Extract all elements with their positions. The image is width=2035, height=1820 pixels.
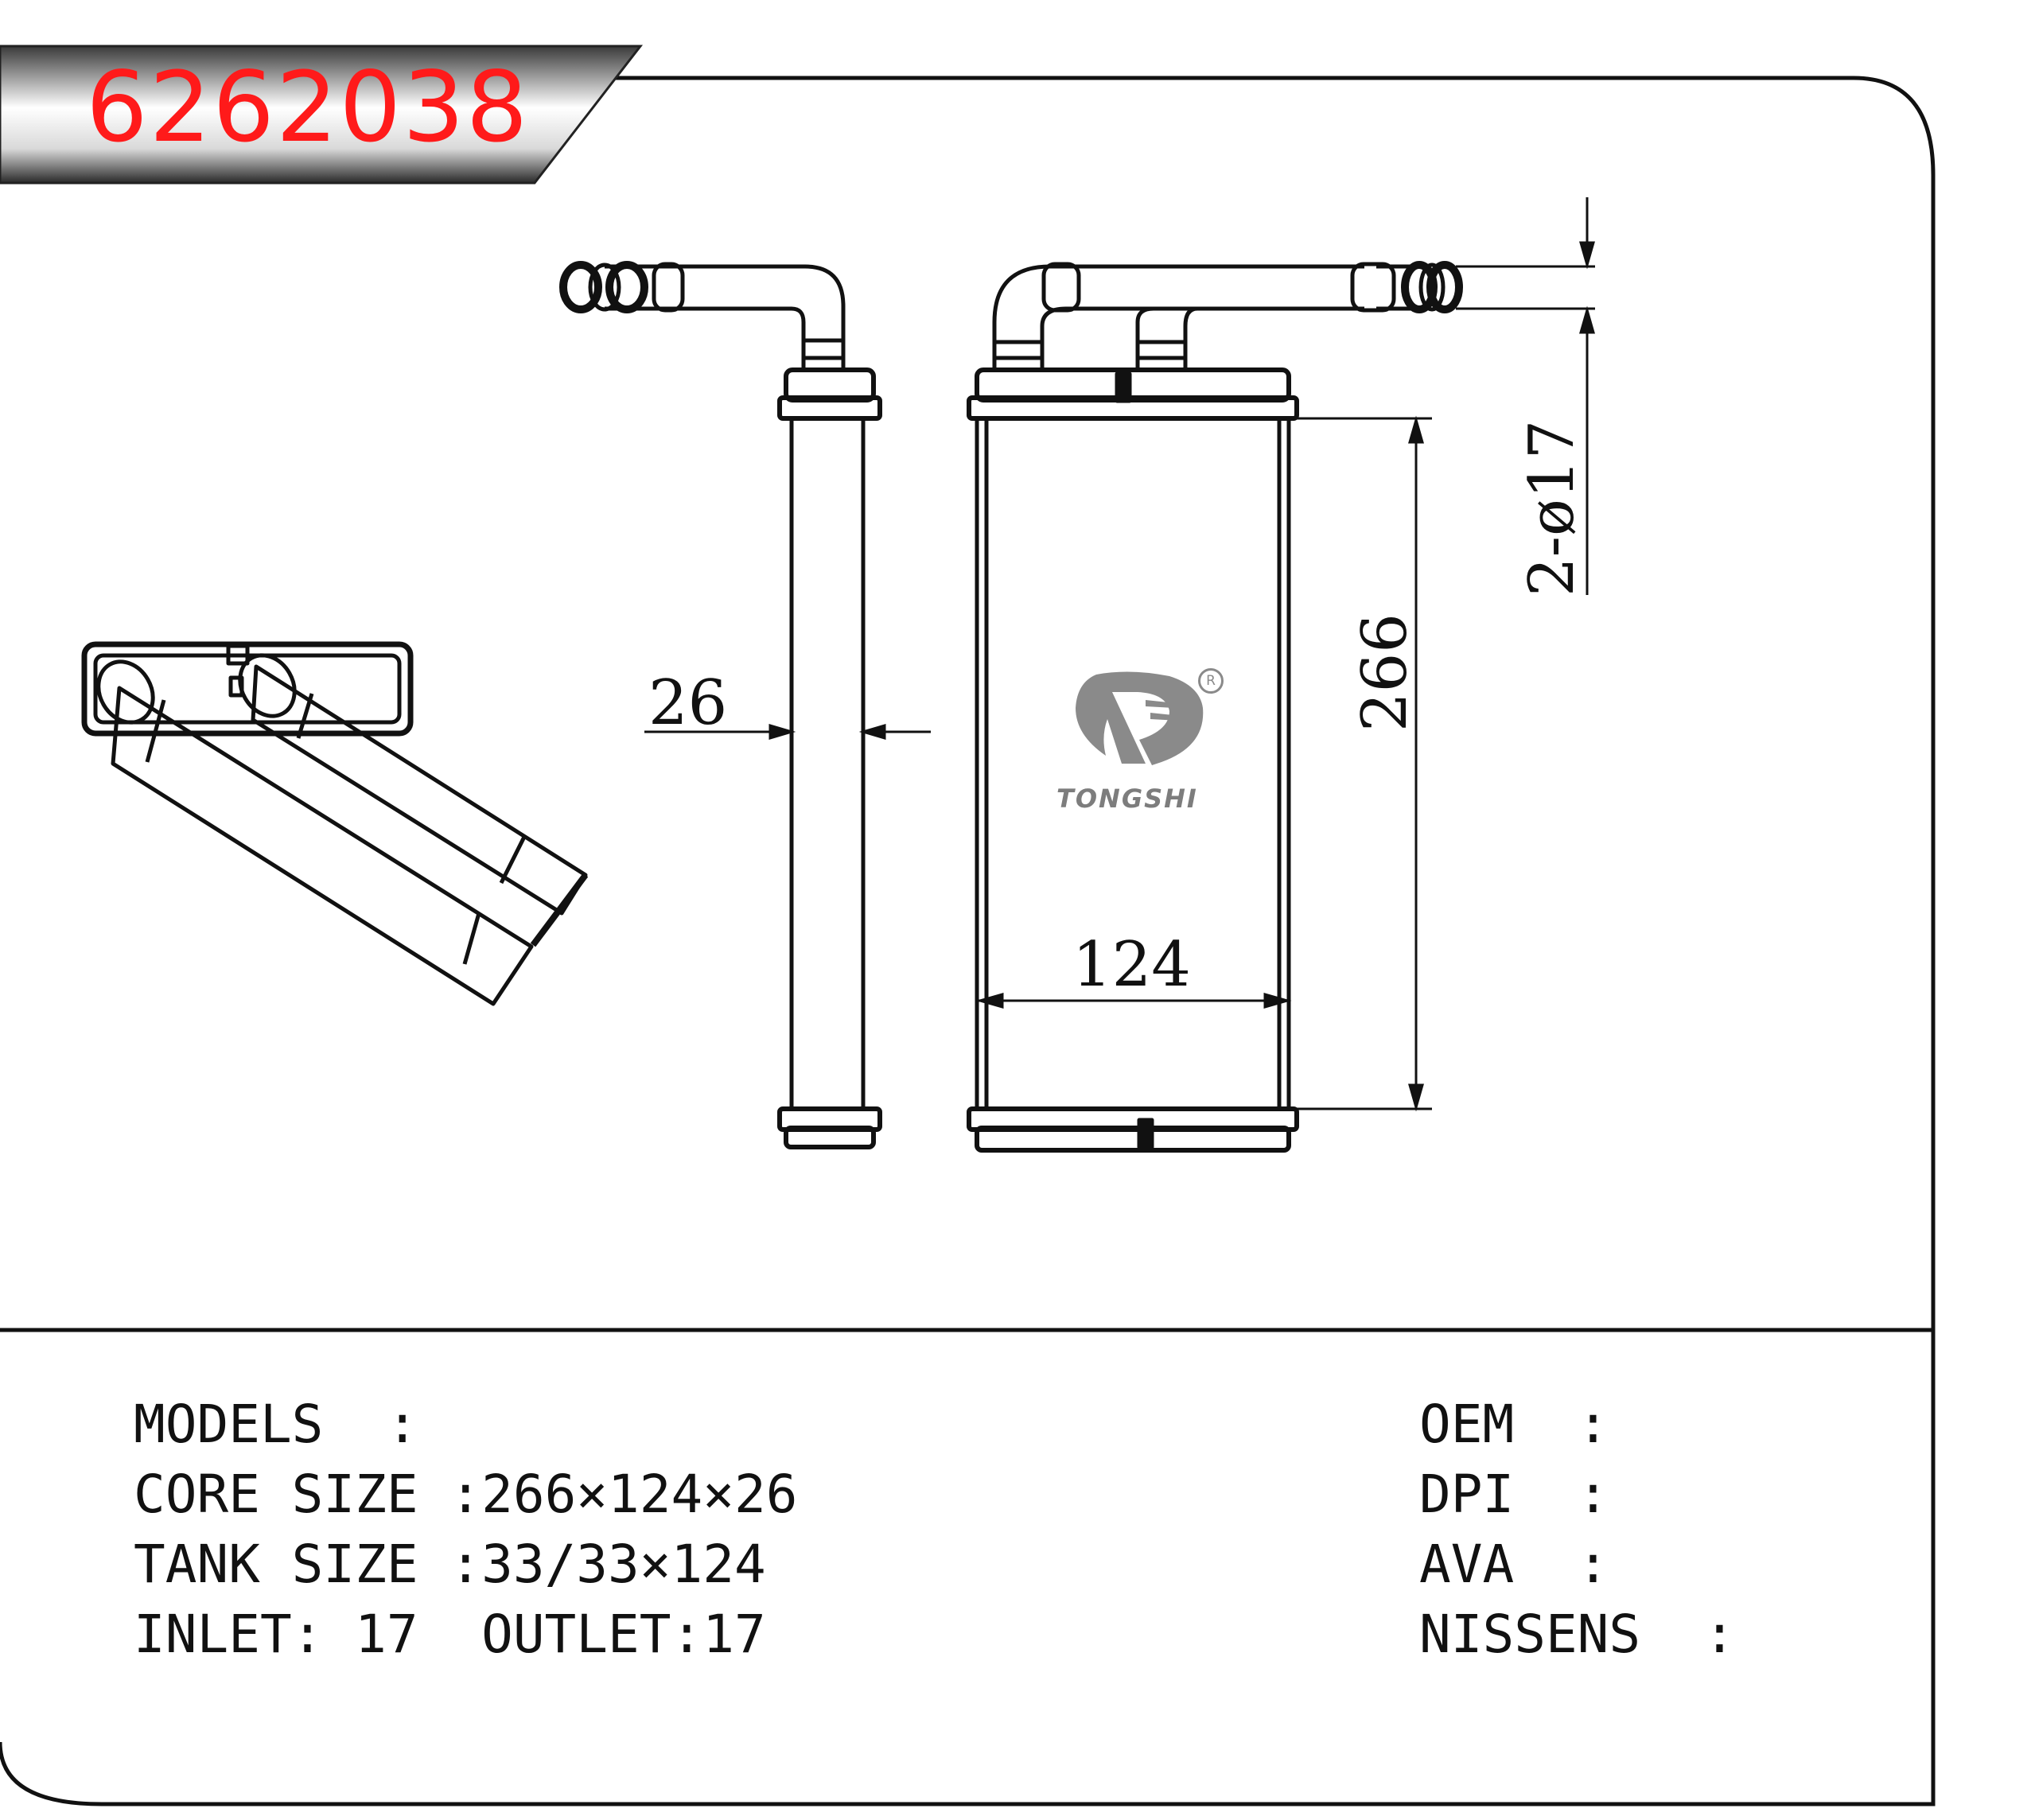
spec-models: MODELS : bbox=[134, 1398, 418, 1451]
spec-core-size-label: CORE SIZE : bbox=[134, 1464, 482, 1525]
dimension-width: 124 bbox=[1072, 929, 1191, 1001]
spec-oem-label: OEM : bbox=[1419, 1394, 1609, 1455]
spec-ava-label: AVA : bbox=[1419, 1534, 1609, 1595]
spec-dpi-label: DPI : bbox=[1419, 1464, 1609, 1525]
spec-dpi: DPI : bbox=[1419, 1468, 1609, 1521]
spec-tank-size-label: TANK SIZE : bbox=[134, 1534, 482, 1595]
spec-nissens: NISSENS : bbox=[1419, 1608, 1735, 1661]
frame-border bbox=[0, 76, 1936, 1806]
spec-core-size-value: 266×124×26 bbox=[481, 1464, 798, 1525]
spec-inlet-outlet-value: 17 bbox=[702, 1604, 766, 1665]
title-banner bbox=[0, 45, 644, 185]
spec-tank-size-value: 33/33×124 bbox=[481, 1534, 766, 1595]
tongshi-logo bbox=[1076, 671, 1204, 765]
side-view bbox=[559, 261, 882, 1149]
isometric-view bbox=[81, 641, 589, 1006]
registered-mark-icon: R bbox=[1198, 668, 1224, 694]
spec-tank-size: TANK SIZE :33/33×124 bbox=[134, 1538, 766, 1591]
dimension-thickness: 26 bbox=[648, 667, 728, 739]
spec-inlet-outlet-label: INLET: 17 OUTLET: bbox=[134, 1604, 703, 1665]
spec-inlet-outlet: INLET: 17 OUTLET:17 bbox=[134, 1608, 766, 1661]
dimension-lines bbox=[644, 197, 1595, 1112]
dimension-pipe-spec: 2-ø17 bbox=[1516, 419, 1588, 597]
dimension-height: 266 bbox=[1349, 613, 1421, 732]
spec-nissens-label: NISSENS : bbox=[1419, 1604, 1736, 1665]
spec-core-size: CORE SIZE :266×124×26 bbox=[134, 1468, 797, 1521]
spec-models-label: MODELS : bbox=[134, 1394, 418, 1455]
front-view bbox=[967, 261, 1463, 1153]
spec-oem: OEM : bbox=[1419, 1398, 1609, 1451]
spec-ava: AVA : bbox=[1419, 1538, 1609, 1591]
part-number: 6262038 bbox=[86, 51, 530, 164]
brand-name: TONGSHI bbox=[1056, 784, 1198, 814]
